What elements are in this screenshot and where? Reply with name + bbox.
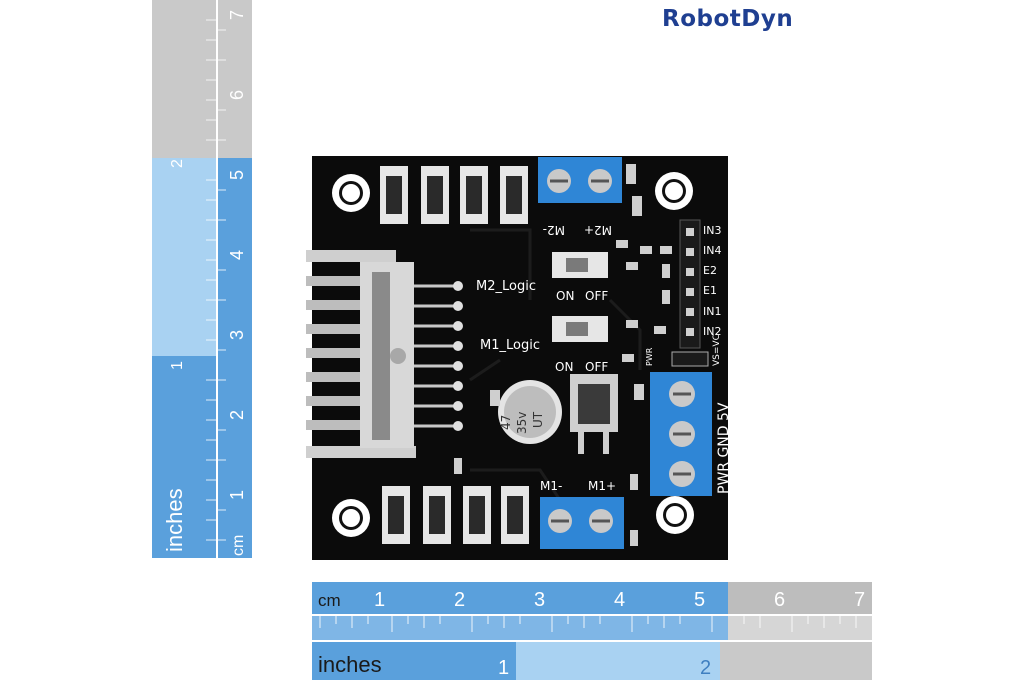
ruler-left-inches-label: inches [162, 488, 187, 552]
label-vs-vc: VS=VC [712, 334, 722, 366]
jumper [671, 351, 709, 367]
label-m2-plus: M2+ [584, 223, 612, 237]
ruler-bottom-cm-num-4: 4 [614, 589, 625, 611]
label-pin-in2: IN2 [703, 325, 721, 338]
label-pin-e2: E2 [703, 264, 717, 277]
mounting-hole [655, 172, 693, 210]
ruler-left-inches: 2 1 inches [152, 0, 216, 558]
ruler-bottom-cm-num-1: 1 [374, 589, 385, 611]
ruler-left-cm: 7 6 5 4 3 2 1 cm [218, 0, 252, 558]
driver-ic-pins [414, 284, 456, 428]
mounting-hole [332, 499, 370, 537]
ruler-bottom-inches-label: inches [318, 652, 382, 677]
ruler-bottom-cm-num-2: 2 [454, 589, 465, 611]
pcb-board: 47 35v UT [306, 156, 732, 560]
label-power: PWR GND 5V [716, 402, 732, 494]
mounting-hole [332, 174, 370, 212]
ruler-left-cm-label: cm [230, 535, 247, 556]
label-pwr-led: PWR [645, 347, 654, 366]
terminal-block-power [650, 372, 712, 496]
ruler-bottom-inches-num-1: 1 [498, 657, 509, 679]
ruler-left-cm-num-6: 6 [227, 90, 247, 100]
ruler-bottom-inches: inches 1 2 [312, 642, 872, 680]
label-pin-in1: IN1 [703, 305, 721, 318]
diode-row-bottom [382, 486, 529, 544]
ruler-bottom-inches-num-2: 2 [700, 657, 711, 679]
slide-switch-m2 [552, 252, 608, 278]
ruler-bottom-cm-num-7: 7 [854, 589, 865, 611]
svg-text:35v: 35v [515, 412, 529, 434]
ruler-left-inches-num-2: 2 [169, 159, 186, 168]
ruler-bottom-cm-num-3: 3 [534, 589, 545, 611]
ruler-left-cm-num-4: 4 [227, 250, 247, 260]
ruler-bottom-ticks [312, 616, 872, 640]
terminal-block-m1 [540, 497, 624, 549]
label-m1-on: ON [555, 360, 573, 374]
ruler-left-cm-num-7: 7 [227, 10, 247, 20]
robotdyn-logo: RobotDyn [662, 6, 794, 32]
diode-row-top [380, 166, 528, 224]
svg-text:UT: UT [531, 411, 545, 428]
ruler-bottom-cm-num-6: 6 [774, 589, 785, 611]
mounting-hole [656, 496, 694, 534]
ruler-left-inches-num-1: 1 [169, 361, 186, 370]
label-pin-e1: E1 [703, 284, 717, 297]
smd-components [454, 164, 672, 546]
pin-header [679, 219, 701, 349]
ruler-bottom-cm-label: cm [318, 591, 341, 610]
ruler-left-cm-num-2: 2 [227, 410, 247, 420]
heatsink [306, 250, 416, 458]
ruler-bottom-cm-num-5: 5 [694, 589, 705, 611]
label-pin-in4: IN4 [703, 244, 721, 257]
ruler-bottom-cm: cm 1 2 3 4 5 6 7 [312, 582, 872, 614]
label-m1-plus: M1+ [588, 479, 616, 493]
label-pin-in3: IN3 [703, 224, 721, 237]
driver-ic-pads [453, 281, 463, 431]
slide-switch-m1 [552, 316, 608, 342]
ruler-left-cm-num-5: 5 [227, 170, 247, 180]
label-m1-off: OFF [585, 360, 608, 374]
label-m2-off: OFF [585, 289, 608, 303]
label-m1-logic: M1_Logic [480, 338, 540, 353]
label-m2-minus: M2- [543, 223, 565, 237]
label-m2-on: ON [556, 289, 574, 303]
voltage-regulator [570, 374, 618, 454]
terminal-block-m2 [538, 157, 622, 203]
ruler-left-cm-num-3: 3 [227, 330, 247, 340]
svg-text:47: 47 [499, 415, 513, 430]
capacitor: 47 35v UT [498, 380, 562, 444]
label-m1-minus: M1- [540, 479, 562, 493]
ruler-left-cm-num-1: 1 [227, 490, 247, 500]
label-m2-logic: M2_Logic [476, 279, 536, 294]
